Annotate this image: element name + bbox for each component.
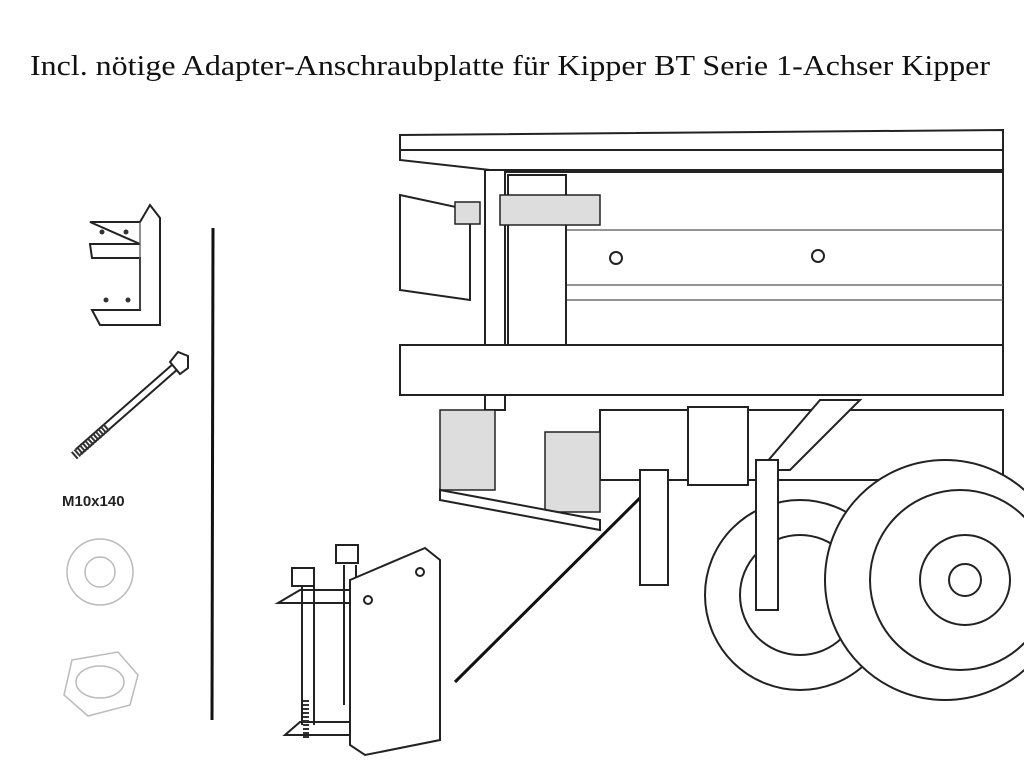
- washer-part: [66, 538, 134, 606]
- bolt-part: [71, 350, 189, 460]
- bolt-size-label: M10x140: [62, 493, 125, 510]
- bracket-part: [88, 203, 161, 326]
- pointer-arrow: [453, 468, 670, 684]
- page-title: Incl. nötige Adapter-Anschraubplatte für…: [30, 50, 990, 82]
- divider-line: [210, 227, 215, 721]
- trailer-drawing: [399, 128, 1024, 701]
- nut-part: [63, 651, 139, 717]
- adapter-plate-assembly: [274, 544, 441, 757]
